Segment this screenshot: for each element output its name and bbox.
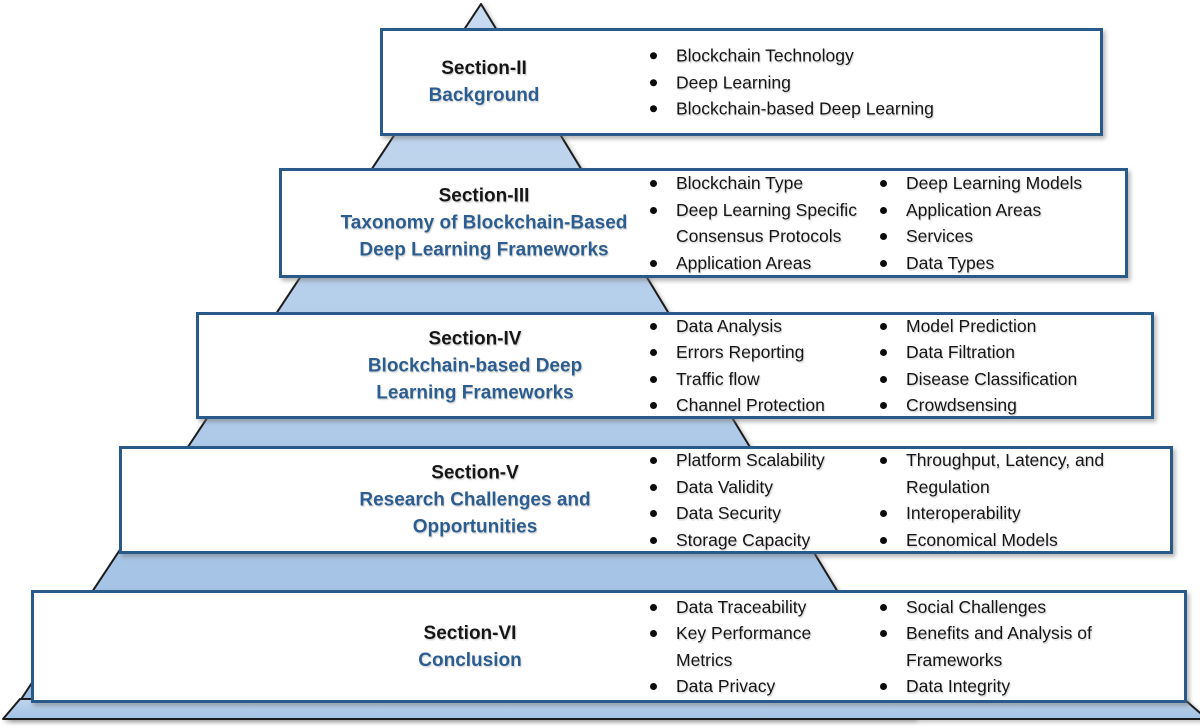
section-box-iii: Section-III Taxonomy of Blockchain-Based… — [279, 168, 1128, 278]
bullet-item: Model Prediction — [876, 313, 1176, 340]
bullet-columns: Blockchain Technology Deep Learning Bloc… — [646, 42, 1066, 122]
bullet-column-left: Data Analysis Errors Reporting Traffic f… — [646, 313, 876, 419]
bullet-item: Data Privacy — [646, 673, 856, 700]
bullet-item: Channel Protection — [646, 392, 876, 419]
bullet-item: Deep Learning Specific Consensus Protoco… — [646, 197, 876, 250]
bullet-item: Blockchain-based Deep Learning — [646, 95, 1066, 122]
section-title-block: Section-V Research Challenges and Opport… — [344, 460, 606, 541]
section-label: Section-V — [431, 462, 519, 484]
bullet-columns: Data Traceability Key Performance Metric… — [646, 594, 1176, 700]
section-title-block: Section-II Background — [429, 55, 540, 109]
bullet-item: Data Types — [876, 250, 1176, 277]
bullet-column-left: Data Traceability Key Performance Metric… — [646, 594, 876, 700]
section-label: Section-III — [438, 185, 530, 207]
bullet-item: Data Traceability — [646, 594, 856, 621]
section-name: Background — [428, 85, 540, 106]
bullet-item: Storage Capacity — [646, 527, 876, 554]
bullet-column-right: Throughput, Latency, and Regulation Inte… — [876, 447, 1176, 553]
bullet-item: Data Analysis — [646, 313, 876, 340]
bullet-column-left: Blockchain Type Deep Learning Specific C… — [646, 170, 876, 276]
section-box-v: Section-V Research Challenges and Opport… — [119, 446, 1173, 554]
section-label: Section-II — [441, 58, 527, 79]
bullet-item: Social Challenges — [876, 594, 1176, 621]
bullet-item: Data Security — [646, 500, 876, 527]
section-label: Section-VI — [423, 622, 517, 644]
bullet-item: Blockchain Technology — [646, 42, 1066, 69]
bullet-column-right: Deep Learning Models Application Areas S… — [876, 170, 1176, 276]
section-title-block: Section-III Taxonomy of Blockchain-Based… — [319, 183, 649, 264]
bullet-item: Disease Classification — [876, 366, 1176, 393]
bullet-item: Application Areas — [876, 197, 1176, 224]
bullet-item: Platform Scalability — [646, 447, 876, 474]
bullet-columns: Data Analysis Errors Reporting Traffic f… — [646, 313, 1176, 419]
section-name: Conclusion — [418, 649, 522, 671]
bullet-item: Application Areas — [646, 250, 876, 277]
bullet-column-left: Platform Scalability Data Validity Data … — [646, 447, 876, 553]
bullet-item: Data Validity — [646, 474, 876, 501]
section-box-ii: Section-II Background Blockchain Technol… — [380, 28, 1103, 136]
bullet-item: Data Filtration — [876, 339, 1176, 366]
bullet-item: Services — [876, 223, 1176, 250]
bullet-item: Throughput, Latency, and Regulation — [876, 447, 1176, 500]
section-name: Taxonomy of Blockchain-Based Deep Learni… — [340, 212, 628, 261]
bullet-columns: Blockchain Type Deep Learning Specific C… — [646, 170, 1176, 276]
bullet-item: Errors Reporting — [646, 339, 876, 366]
bullet-item: Benefits and Analysis of Frameworks — [876, 620, 1176, 673]
bullet-item: Deep Learning Models — [876, 170, 1176, 197]
bullet-item: Crowdsensing — [876, 392, 1176, 419]
bullet-column-right: Social Challenges Benefits and Analysis … — [876, 594, 1176, 700]
bullet-item: Data Integrity — [876, 673, 1176, 700]
bullet-item: Interoperability — [876, 500, 1176, 527]
section-title-block: Section-IV Blockchain-based Deep Learnin… — [349, 325, 601, 406]
bullet-item: Key Performance Metrics — [646, 620, 856, 673]
section-name: Blockchain-based Deep Learning Framework… — [367, 355, 583, 403]
bullet-item: Blockchain Type — [646, 170, 876, 197]
bullet-column-right: Model Prediction Data Filtration Disease… — [876, 313, 1176, 419]
bullet-column-left: Blockchain Technology Deep Learning Bloc… — [646, 42, 1066, 122]
section-box-vi: Section-VI Conclusion Data Traceability … — [31, 590, 1187, 703]
bullet-item: Deep Learning — [646, 69, 1066, 96]
section-label: Section-IV — [428, 328, 522, 349]
bullet-item: Economical Models — [876, 527, 1176, 554]
section-box-iv: Section-IV Blockchain-based Deep Learnin… — [196, 312, 1154, 419]
bullet-item: Traffic flow — [646, 366, 876, 393]
bullet-columns: Platform Scalability Data Validity Data … — [646, 447, 1176, 553]
section-name: Research Challenges and Opportunities — [359, 489, 591, 538]
section-title-block: Section-VI Conclusion — [418, 620, 521, 674]
